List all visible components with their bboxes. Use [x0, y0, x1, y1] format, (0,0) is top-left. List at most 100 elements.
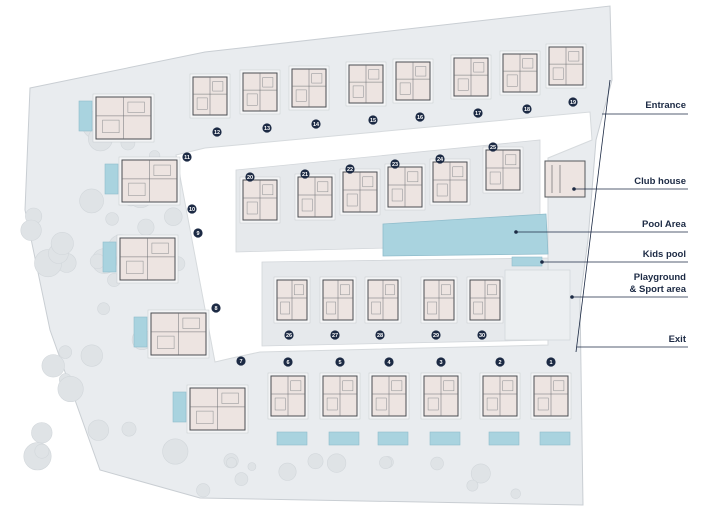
tree	[379, 456, 392, 469]
house-number: 16	[417, 115, 423, 121]
house-number: 19	[570, 100, 576, 106]
house-number-marker	[368, 115, 378, 125]
house-number: 22	[347, 167, 353, 173]
tree	[79, 188, 104, 214]
house-unit	[482, 146, 524, 194]
house-unit	[189, 73, 231, 119]
house-unit	[239, 176, 281, 224]
tree	[34, 443, 50, 459]
house-number-marker	[375, 330, 385, 340]
private-pool	[488, 431, 520, 446]
house-number: 2	[498, 360, 501, 366]
house-unit	[186, 384, 249, 434]
house-number-marker	[436, 357, 446, 367]
house-number-marker	[488, 142, 498, 152]
house-unit	[273, 276, 311, 324]
callout-lines	[516, 79, 688, 353]
kidspool-label: Kids pool	[643, 249, 686, 260]
tree	[20, 219, 42, 241]
house-number: 17	[475, 111, 481, 117]
house-unit	[479, 372, 521, 420]
house-number-marker	[262, 123, 272, 133]
house-number: 30	[479, 333, 485, 339]
playground-label-line2: & Sport area	[630, 284, 687, 295]
house-number: 29	[433, 333, 439, 339]
playground-area	[504, 269, 571, 341]
clubhouse-label: Club house	[634, 176, 686, 187]
private-pool	[104, 163, 119, 195]
house-number-marker	[477, 330, 487, 340]
club-house	[504, 160, 586, 341]
house-number-marker	[335, 357, 345, 367]
private-pool	[539, 431, 571, 446]
entrance-label: Entrance	[645, 100, 686, 111]
labels: Entrance Club house Pool Area Kids pool …	[630, 100, 687, 345]
house-unit	[368, 372, 410, 420]
tree	[327, 453, 347, 473]
tree	[278, 462, 297, 481]
house-number: 25	[490, 145, 496, 151]
house-number: 28	[377, 333, 383, 339]
tree	[196, 483, 211, 498]
house-number: 24	[437, 157, 444, 163]
house-number-marker	[211, 303, 221, 313]
house-unit	[420, 276, 458, 324]
tree	[430, 456, 444, 471]
houses	[92, 43, 587, 434]
house-unit	[118, 156, 181, 206]
house-number: 23	[392, 162, 398, 168]
club-house-building	[544, 160, 586, 198]
tree	[97, 302, 110, 316]
tree	[31, 422, 53, 444]
house-number-marker	[187, 204, 197, 214]
kids-pool	[511, 256, 543, 267]
house-number-marker	[435, 154, 445, 164]
tree	[41, 354, 65, 378]
private-pool	[172, 391, 187, 423]
house-number: 21	[302, 172, 308, 178]
house-number-marker	[473, 108, 483, 118]
house-number: 9	[196, 231, 199, 237]
house-unit	[364, 276, 402, 324]
house-number-marker	[193, 228, 203, 238]
house-number-marker	[546, 357, 556, 367]
house-number: 7	[239, 359, 242, 365]
house-number-marker	[300, 169, 310, 179]
house-unit	[345, 61, 387, 107]
house-number-marker	[568, 97, 578, 107]
exit-label: Exit	[669, 334, 687, 345]
house-unit	[147, 309, 210, 359]
house-number-marker	[522, 104, 532, 114]
house-unit	[499, 50, 541, 96]
house-number: 26	[286, 333, 292, 339]
house-number: 1	[549, 360, 552, 366]
house-number: 20	[247, 175, 253, 181]
private-pool	[78, 100, 93, 132]
house-unit	[450, 54, 492, 100]
house-number-marker	[236, 356, 246, 366]
house-number-marker	[415, 112, 425, 122]
callout-dots	[514, 187, 576, 299]
main-pool	[382, 213, 549, 257]
private-pools	[78, 100, 571, 446]
tree	[162, 438, 189, 465]
trees	[20, 110, 521, 499]
house-number-marker	[384, 357, 394, 367]
tree	[58, 345, 73, 359]
house-unit	[294, 173, 336, 221]
house-unit	[384, 163, 426, 211]
house-unit	[319, 276, 357, 324]
house-unit	[429, 158, 471, 206]
boundary-east	[575, 79, 611, 353]
playground-label: Playground	[634, 272, 686, 283]
house-number-marker	[330, 330, 340, 340]
house-unit	[466, 276, 504, 324]
house-unit	[545, 43, 587, 89]
house-number-marker	[284, 330, 294, 340]
house-number-marker	[345, 164, 355, 174]
house-unit	[420, 372, 462, 420]
house-unit	[319, 372, 361, 420]
house-unit	[116, 234, 179, 284]
tree	[466, 479, 479, 492]
